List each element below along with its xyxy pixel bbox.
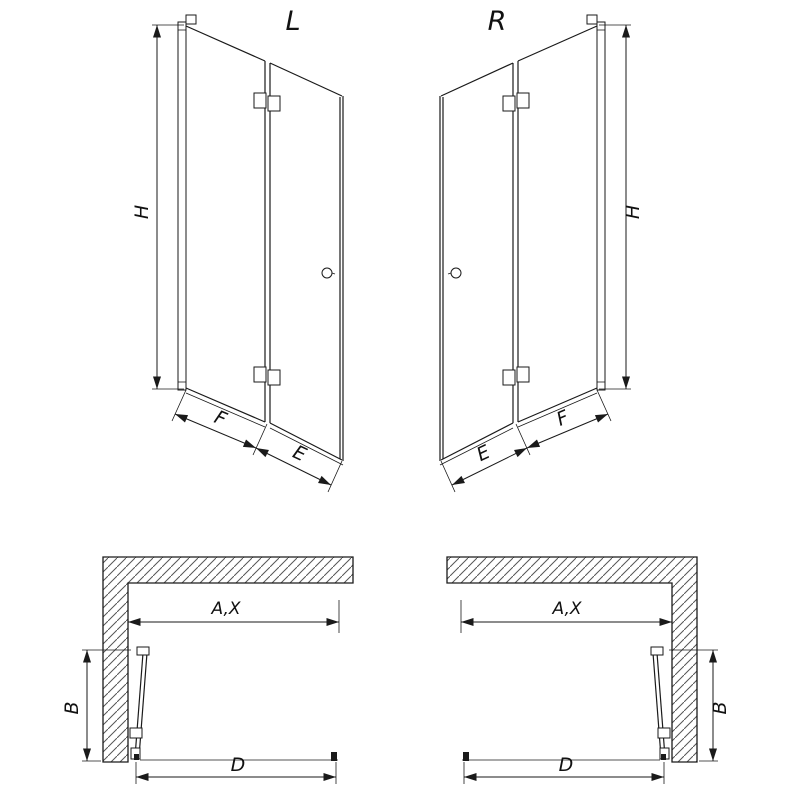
left-view-label: L bbox=[285, 6, 300, 37]
left-view-knob-icon bbox=[321, 267, 336, 279]
left-plan-width-label: D bbox=[231, 754, 246, 776]
right-view-dim-height: H bbox=[599, 24, 644, 390]
right-view-fold-line bbox=[512, 61, 519, 423]
left-plan-view: A,X B D bbox=[61, 556, 354, 784]
left-plan-dim-opening: A,X bbox=[128, 599, 340, 633]
left-plan-dim-width: D bbox=[135, 754, 337, 784]
left-view-dim-height: H bbox=[131, 24, 184, 390]
right-view-top-hinge-icon bbox=[502, 92, 530, 112]
left-plan-folded-door bbox=[129, 646, 150, 760]
left-plan-end-stopper bbox=[331, 752, 337, 761]
left-view-panel-e-label: E bbox=[289, 441, 309, 466]
right-view-label: R bbox=[488, 6, 507, 37]
right-plan-view: A,X B D bbox=[446, 556, 731, 784]
left-plan-depth-label: B bbox=[61, 701, 83, 714]
left-plan-opening-label: A,X bbox=[211, 599, 241, 619]
right-plan-wall bbox=[446, 556, 698, 763]
left-view-panel-f-label: F bbox=[211, 406, 231, 431]
right-view-glass-panels bbox=[439, 25, 598, 466]
right-view-panel-f-label: F bbox=[553, 406, 573, 431]
left-view-fold-line bbox=[264, 61, 271, 423]
left-view-dim-panels: F E bbox=[171, 389, 343, 493]
right-plan-dim-opening: A,X bbox=[460, 599, 672, 633]
right-view-dim-panels: F E bbox=[440, 389, 612, 493]
left-view-height-label: H bbox=[131, 205, 153, 219]
left-view-wall-profile bbox=[177, 14, 197, 391]
right-plan-width-label: D bbox=[559, 754, 574, 776]
right-view-knob-icon bbox=[447, 267, 462, 279]
right-view-wall-profile bbox=[586, 14, 606, 391]
right-plan-folded-door bbox=[650, 646, 671, 760]
right-view-panel-e-label: E bbox=[473, 441, 493, 466]
right-plan-opening-label: A,X bbox=[552, 599, 582, 619]
right-view-bottom-hinge-icon bbox=[502, 366, 530, 386]
left-view-bottom-hinge-icon bbox=[253, 366, 281, 386]
right-plan-dim-width: D bbox=[463, 754, 665, 784]
left-view-top-hinge-icon bbox=[253, 92, 281, 112]
left-perspective-view: L bbox=[131, 6, 344, 493]
right-plan-depth-label: B bbox=[709, 701, 731, 714]
right-perspective-view: R bbox=[439, 6, 644, 493]
right-plan-end-stopper bbox=[463, 752, 469, 761]
right-plan-dim-depth: B bbox=[669, 649, 731, 762]
left-plan-wall bbox=[102, 556, 354, 763]
left-plan-dim-depth: B bbox=[61, 649, 131, 762]
right-view-height-label: H bbox=[622, 205, 644, 219]
